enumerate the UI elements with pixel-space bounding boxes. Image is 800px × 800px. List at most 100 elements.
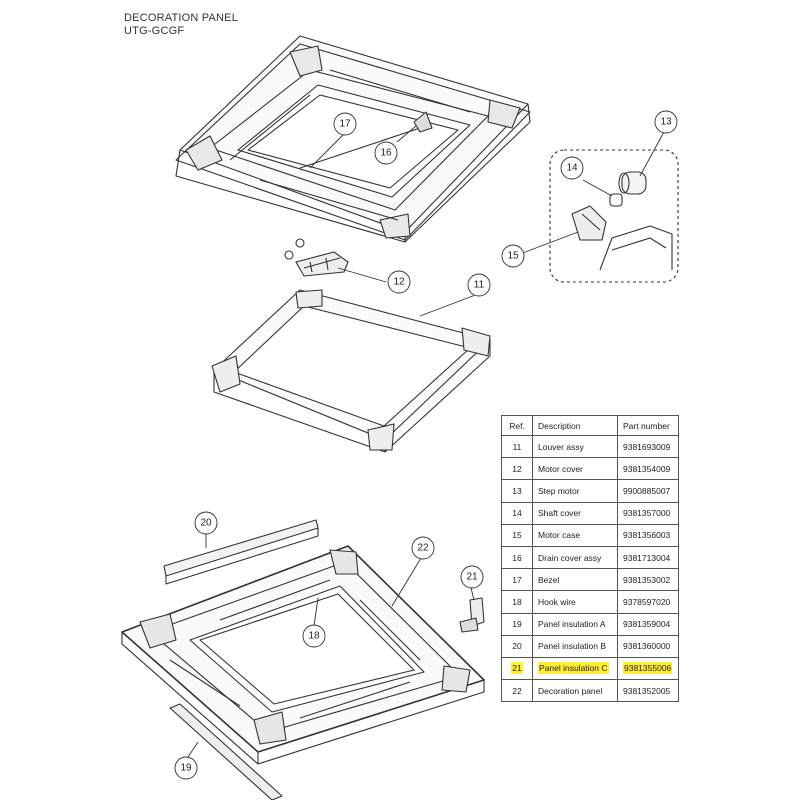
cell-ref: 17	[501, 568, 533, 592]
table-row: 22 Decoration panel 9381352005	[501, 679, 679, 703]
cell-part-number-text: 9900885007	[623, 485, 671, 496]
callout-21: 21	[466, 572, 478, 583]
cell-ref: 18	[501, 590, 533, 614]
cell-description: Panel insulation C	[532, 656, 618, 681]
cell-ref: 15	[501, 523, 533, 547]
cell-description-text: Hook wire	[538, 596, 576, 607]
diagram-title: DECORATION PANEL	[124, 12, 239, 24]
cell-ref: 13	[501, 479, 533, 503]
cell-description-text: Panel insulation C	[538, 662, 609, 675]
decoration-panel-part-drawing	[121, 545, 485, 765]
table-row: 17 Bezel 9381353002	[501, 568, 679, 592]
cell-description: Hook wire	[532, 590, 618, 614]
parts-table-body: 11 Louver assy 9381693009 12 Motor cover 9381…	[501, 434, 679, 703]
panel-insulation-a-part-drawing	[169, 703, 283, 800]
table-row: 20 Panel insulation B 9381360000	[501, 634, 679, 658]
table-row: 11 Louver assy 9381693009	[501, 434, 679, 459]
table-row: 13 Step motor 9900885007	[501, 479, 679, 503]
table-row: 21 Panel insulation C 9381355006	[501, 656, 679, 681]
cell-description-text: Bezel	[538, 574, 560, 585]
cell-ref: 20	[501, 634, 533, 658]
cell-ref-text: 18	[512, 596, 522, 607]
cell-description-text: Drain cover assy	[538, 552, 602, 563]
cell-part-number: 9381359004	[617, 612, 679, 636]
table-row: 16 Drain cover assy 9381713004	[501, 545, 679, 570]
table-row: 14 Shaft cover 9381357000	[501, 501, 679, 525]
callout-15: 15	[507, 251, 519, 262]
cell-description-text: Step motor	[538, 485, 580, 496]
cell-description-text: Decoration panel	[538, 685, 603, 696]
cell-part-number-text: 9381359004	[623, 619, 671, 630]
callout-13: 13	[660, 117, 672, 128]
callout-14: 14	[566, 163, 578, 174]
cell-part-number: 9381353002	[617, 568, 679, 592]
cell-description: Bezel	[532, 568, 618, 592]
motor-cover-part-drawing	[284, 238, 349, 277]
cell-part-number: 9378597020	[617, 590, 679, 614]
cell-description: Panel insulation B	[532, 634, 618, 658]
cell-ref: 22	[501, 679, 533, 703]
cell-description-text: Panel insulation B	[538, 641, 607, 652]
cell-part-number: 9900885007	[617, 479, 679, 503]
cell-part-number-text: 9381693009	[623, 441, 671, 452]
cell-part-number: 9381693009	[617, 434, 679, 459]
cell-ref-text: 12	[512, 463, 522, 474]
table-row: 18 Hook wire 9378597020	[501, 590, 679, 614]
cell-ref-text: 16	[512, 552, 522, 563]
cell-part-number-text: 9381357000	[623, 508, 671, 519]
model-code: UTG-GCGF	[124, 25, 185, 37]
cell-part-number: 9381360000	[617, 634, 679, 658]
cell-description: Louver assy	[532, 434, 618, 459]
cell-description-text: Shaft cover	[538, 508, 581, 519]
callout-11: 11	[474, 280, 485, 291]
cell-description-text: Louver assy	[538, 441, 584, 452]
cell-ref-text: 17	[512, 574, 522, 585]
cell-ref: 16	[501, 545, 533, 570]
cell-description: Drain cover assy	[532, 545, 618, 570]
cell-description: Decoration panel	[532, 679, 618, 703]
table-row: 12 Motor cover 9381354009	[501, 457, 679, 481]
callout-12: 12	[393, 277, 405, 288]
cell-ref: 12	[501, 457, 533, 481]
cell-description-text: Motor cover	[538, 463, 583, 474]
bezel-part-drawing	[175, 35, 531, 243]
cell-description: Step motor	[532, 479, 618, 503]
cell-description: Motor cover	[532, 457, 618, 481]
cell-ref-text: 20	[512, 641, 522, 652]
cell-description: Shaft cover	[532, 501, 618, 525]
header-description: Description	[532, 415, 618, 436]
cell-part-number-text: 9381353002	[623, 574, 671, 585]
cell-ref: 21	[501, 656, 533, 681]
header-ref: Ref.	[501, 415, 533, 436]
cell-part-number-text: 9381360000	[623, 641, 671, 652]
cell-ref-text: 21	[511, 662, 523, 675]
cell-ref-text: 13	[512, 485, 522, 496]
parts-table: Ref. Description Part number 11 Louver as…	[501, 415, 679, 703]
callout-16: 16	[380, 148, 392, 159]
parts-table-header: Ref. Description Part number	[501, 415, 679, 436]
cell-part-number: 9381354009	[617, 457, 679, 481]
cell-ref-text: 11	[512, 441, 522, 452]
motor-detail-inset	[549, 149, 679, 283]
callout-18: 18	[308, 631, 320, 642]
cell-part-number: 9381352005	[617, 679, 679, 703]
cell-ref: 14	[501, 501, 533, 525]
callout-20: 20	[200, 518, 212, 529]
cell-part-number: 9381713004	[617, 545, 679, 570]
cell-description: Panel insulation A	[532, 612, 618, 636]
cell-part-number-text: 9381355006	[623, 662, 673, 675]
cell-part-number: 9381356003	[617, 523, 679, 547]
cell-part-number-text: 9381713004	[623, 552, 671, 563]
cell-part-number-text: 9378597020	[623, 596, 671, 607]
cell-description: Motor case	[532, 523, 618, 547]
cell-ref-text: 14	[512, 508, 522, 519]
cell-description-text: Panel insulation A	[538, 619, 606, 630]
cell-part-number: 9381355006	[617, 656, 679, 681]
cell-ref-text: 15	[512, 530, 522, 541]
cell-ref-text: 22	[512, 685, 522, 696]
louver-assy-part-drawing	[211, 289, 491, 453]
callout-17: 17	[339, 119, 351, 130]
callout-22: 22	[417, 543, 429, 554]
